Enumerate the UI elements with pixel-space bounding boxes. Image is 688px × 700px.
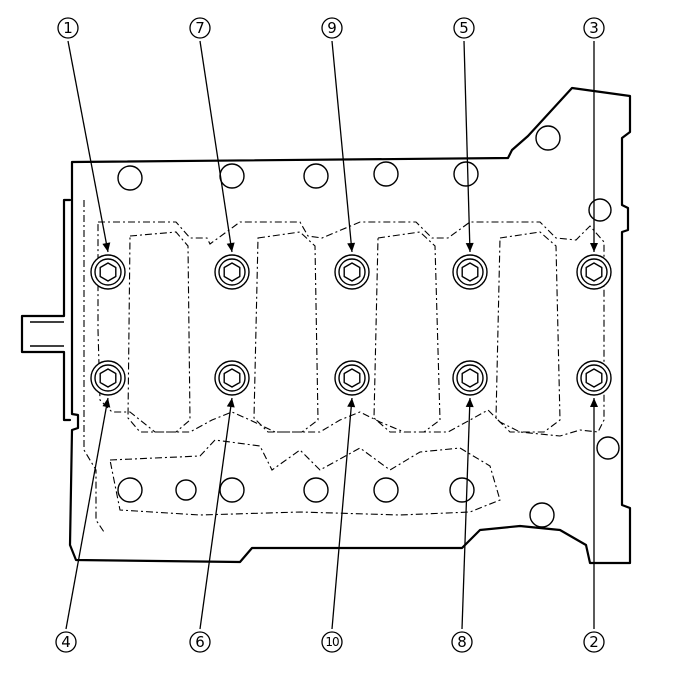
bolt-hex-head [343,368,361,388]
bolt-7: 7 [189,17,250,290]
bolt-washer [218,364,246,392]
label-circle [451,631,473,653]
bolt-hex-head [461,262,479,282]
label-circle [189,17,211,39]
arrow-head-icon [226,398,235,408]
bolt-flange [334,254,370,290]
bolt-hex-head [223,262,241,282]
bolt-number-label: 8 [457,633,467,651]
bolt-5: 5 [452,17,488,290]
bolt-washer [580,258,608,286]
leader-line [199,397,233,630]
label-circle [321,631,343,653]
bolt-number-label: 1 [63,19,73,37]
bolt-washer [338,258,366,286]
bolt-flange [214,360,250,396]
bolt-number-label: 10 [325,635,339,649]
bolt-washer [456,258,484,286]
label-circle [55,631,77,653]
arrow-head-icon [465,398,474,408]
arrow-head-icon [465,242,474,252]
arrow-head-icon [347,242,356,252]
bolt-flange [576,360,612,396]
label-circle [453,17,475,39]
bolt-washer [456,364,484,392]
bolt-4: 4 [55,360,126,653]
bolt-flange [452,360,488,396]
bolt-washer [218,258,246,286]
label-circle [57,17,79,39]
bolt-flange [452,254,488,290]
leader-line [65,397,109,630]
arrow-head-icon [102,242,111,252]
bolt-hex-head [461,368,479,388]
bolt-1: 1 [57,17,126,290]
bolt-flange [576,254,612,290]
arrow-head-icon [347,398,356,408]
label-circle [189,631,211,653]
bolt-8: 8 [451,360,488,653]
bolt-number-label: 7 [195,19,205,37]
bolt-9: 9 [321,17,370,290]
arrow-head-icon [590,398,598,407]
bolt-number-label: 4 [61,633,71,651]
bolt-number-label: 3 [589,19,599,37]
leader-line [331,40,353,253]
bolt-flange [214,254,250,290]
casting-holes [117,125,620,528]
arrow-head-icon [102,398,111,408]
bolt-hex-head [99,368,117,388]
label-circle [583,631,605,653]
leader-line [67,40,109,253]
bolt-washer [94,364,122,392]
bolt-10: 10 [321,360,370,653]
bolt-3: 3 [576,17,612,290]
bolt-washer [580,364,608,392]
bolt-hex-head [585,368,603,388]
leader-line [463,40,471,253]
inner-contours [83,200,605,533]
bolt-hex-head [585,262,603,282]
bolt-layer: 1 7 9 5 3 4 6 10 8 2 [55,17,612,653]
bolt-number-label: 5 [459,19,469,37]
arrow-head-icon [590,243,598,252]
arrow-head-icon [226,242,235,252]
bolt-2: 2 [576,360,612,653]
label-circle [321,17,343,39]
bolt-flange [90,254,126,290]
block-outline [20,86,632,565]
bolt-number-label: 6 [195,633,205,651]
bolt-hex-head [223,368,241,388]
bolt-flange [334,360,370,396]
bolt-number-label: 9 [327,19,337,37]
bolt-number-label: 2 [589,633,599,651]
leader-line [461,397,471,630]
bolt-flange [90,360,126,396]
bolt-6: 6 [189,360,250,653]
leader-line [199,40,233,253]
label-circle [583,17,605,39]
leader-line [331,397,353,630]
bolt-hex-head [99,262,117,282]
bolt-washer [94,258,122,286]
bolt-hex-head [343,262,361,282]
bolt-washer [338,364,366,392]
